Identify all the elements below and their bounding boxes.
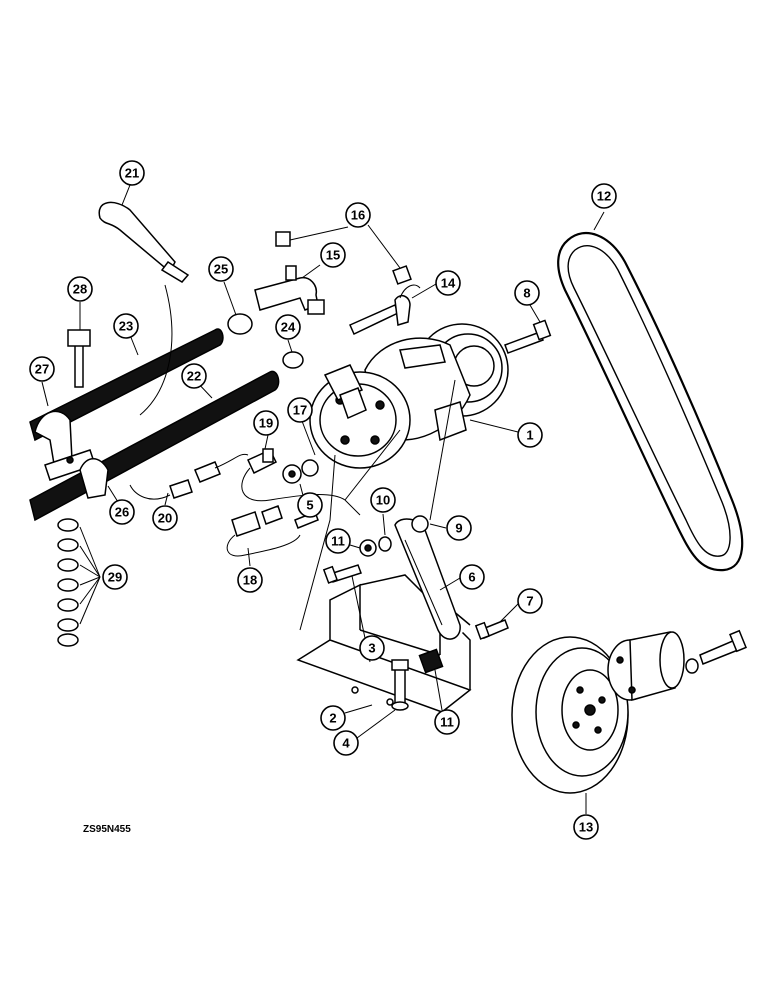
callout-1: 1 [517, 422, 543, 448]
callout-26: 26 [109, 499, 135, 525]
callout-29: 29 [102, 564, 128, 590]
svg-text:6: 6 [468, 570, 475, 585]
svg-text:15: 15 [326, 248, 340, 263]
mounting-bracket [296, 518, 472, 713]
callout-11-lower: 11 [434, 709, 460, 735]
callout-20: 20 [152, 505, 178, 531]
callout-9: 9 [446, 515, 472, 541]
svg-text:2: 2 [329, 711, 336, 726]
svg-text:21: 21 [125, 166, 139, 181]
svg-text:23: 23 [119, 319, 133, 334]
callout-3: 3 [359, 635, 385, 661]
svg-text:17: 17 [293, 403, 307, 418]
callout-25: 25 [208, 256, 234, 282]
leader-lines [41, 184, 605, 814]
callout-18: 18 [237, 567, 263, 593]
callout-6: 6 [459, 564, 485, 590]
svg-text:8: 8 [523, 286, 530, 301]
callout-22: 22 [181, 363, 207, 389]
svg-text:10: 10 [376, 493, 390, 508]
callout-28: 28 [67, 276, 93, 302]
svg-text:11: 11 [331, 534, 345, 549]
svg-text:1: 1 [526, 428, 533, 443]
svg-text:4: 4 [342, 736, 350, 751]
callout-11-upper: 11 [325, 528, 351, 554]
ac-compressor [309, 323, 509, 469]
svg-text:9: 9 [455, 521, 462, 536]
figure-reference-code: ZS95N455 [83, 824, 131, 835]
svg-text:28: 28 [73, 282, 87, 297]
callout-2: 2 [320, 705, 346, 731]
svg-text:24: 24 [281, 320, 296, 335]
callout-14: 14 [435, 270, 461, 296]
callout-17: 17 [287, 397, 313, 423]
svg-text:29: 29 [108, 570, 122, 585]
svg-text:16: 16 [351, 208, 365, 223]
callout-15: 15 [320, 242, 346, 268]
svg-text:7: 7 [526, 594, 533, 609]
callout-24: 24 [275, 314, 301, 340]
callout-19: 19 [253, 410, 279, 436]
svg-text:26: 26 [115, 505, 129, 520]
svg-text:20: 20 [158, 511, 172, 526]
svg-text:27: 27 [35, 362, 49, 377]
fittings [227, 231, 421, 369]
callout-21: 21 [119, 160, 145, 186]
svg-text:11: 11 [440, 715, 454, 730]
callout-27: 27 [29, 356, 55, 382]
callout-16: 16 [345, 202, 371, 228]
washer-stack [57, 518, 79, 647]
callout-10: 10 [370, 487, 396, 513]
svg-text:3: 3 [368, 641, 375, 656]
callout-12: 12 [591, 183, 617, 209]
callout-7: 7 [517, 588, 543, 614]
svg-text:13: 13 [579, 820, 593, 835]
svg-text:25: 25 [214, 262, 228, 277]
svg-text:22: 22 [187, 369, 201, 384]
refrigerant-hoses [29, 201, 280, 522]
svg-text:18: 18 [243, 573, 257, 588]
callout-13: 13 [573, 814, 599, 840]
compressor-pulley [511, 636, 629, 794]
pulley-hub [607, 629, 747, 701]
fasteners [282, 319, 552, 711]
callout-8: 8 [514, 280, 540, 306]
svg-text:14: 14 [441, 276, 456, 291]
svg-text:5: 5 [306, 498, 313, 513]
svg-text:12: 12 [597, 189, 611, 204]
svg-text:19: 19 [259, 416, 273, 431]
callout-4: 4 [333, 730, 359, 756]
wiring-harness [129, 379, 456, 631]
callout-23: 23 [113, 313, 139, 339]
callout-5: 5 [297, 492, 323, 518]
drive-belt [557, 231, 744, 572]
